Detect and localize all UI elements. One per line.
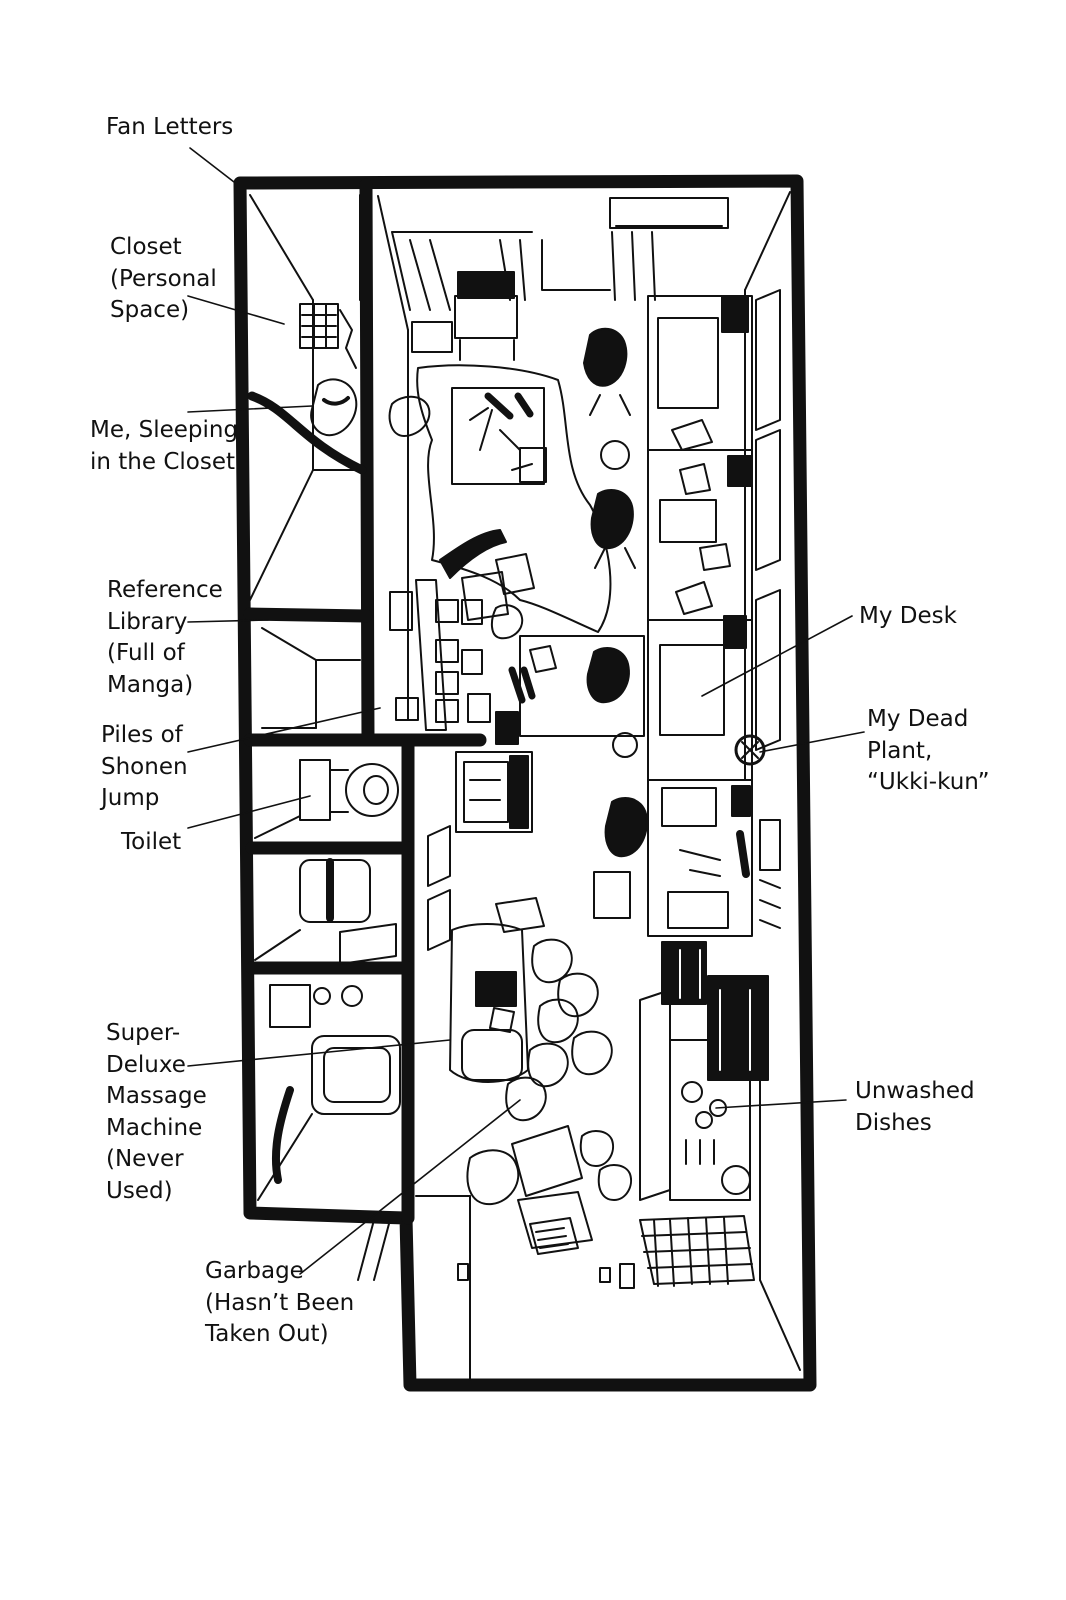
label-line: Taken Out) [205, 1321, 329, 1347]
label-closet: Closet (Personal Space) [110, 232, 217, 327]
label-line: Manga) [107, 671, 194, 698]
label-line: Reference [107, 577, 223, 603]
chairs [439, 327, 648, 858]
label-line: “Ukki-kun” [867, 769, 990, 795]
toilet [254, 759, 399, 839]
label-line: Library [107, 608, 188, 635]
label-line: (Full of [107, 640, 185, 666]
outer-walls [233, 174, 817, 1392]
label-line: Closet [110, 234, 182, 260]
label-line: (Hasn’t Been [205, 1289, 355, 1316]
label-toilet: Toilet [121, 827, 181, 859]
label-line: My Desk [859, 603, 957, 629]
label-line: Super- [106, 1020, 181, 1046]
label-line: (Never [106, 1146, 184, 1172]
closet [249, 194, 361, 601]
label-line: Fan Letters [106, 114, 234, 140]
washing-machine [254, 858, 397, 965]
label-line: Deluxe [106, 1051, 186, 1078]
label-dead-plant: My Dead Plant, “Ukki-kun” [867, 704, 990, 799]
label-unwashed-dishes: Unwashed Dishes [855, 1076, 975, 1139]
book-piles [389, 553, 535, 731]
label-my-desk: My Desk [859, 601, 957, 633]
kotatsu [451, 387, 547, 485]
main-room [377, 191, 791, 781]
label-line: Garbage [205, 1258, 304, 1284]
label-reference-library: Reference Library (Full of Manga) [107, 575, 223, 701]
reference-library [261, 627, 361, 729]
label-line: Plant, [867, 737, 933, 764]
label-line: Unwashed [855, 1078, 975, 1104]
boxes [511, 1125, 593, 1255]
label-line: Me, Sleeping [90, 417, 239, 443]
leader-lines [187, 147, 865, 1275]
label-line: (Personal [110, 265, 217, 292]
label-line: Piles of [101, 722, 183, 748]
bathtub [257, 984, 401, 1201]
label-line: Machine [106, 1114, 203, 1141]
label-line: Shonen [101, 753, 188, 780]
garbage-bags [466, 938, 632, 1206]
label-line: My Dead [867, 706, 969, 732]
futon [416, 364, 612, 633]
label-line: Jump [101, 785, 160, 811]
label-line: Dishes [855, 1109, 932, 1136]
sleeping-figure [247, 391, 367, 475]
label-line: Used) [106, 1177, 173, 1204]
label-shonen-jump: Piles of Shonen Jump [101, 720, 188, 815]
label-line: Massage [106, 1083, 207, 1109]
kitchen-unit [455, 751, 533, 833]
label-line: in the Closet [90, 448, 236, 475]
label-line: Toilet [121, 829, 182, 855]
label-line: Space) [110, 297, 190, 323]
label-massage-machine: Super- Deluxe Massage Machine (Never Use… [106, 1018, 207, 1207]
label-sleeping: Me, Sleeping in the Closet [90, 415, 238, 478]
label-fan-letters: Fan Letters [106, 112, 233, 144]
label-garbage: Garbage (Hasn’t Been Taken Out) [205, 1256, 354, 1351]
tv [411, 271, 518, 361]
